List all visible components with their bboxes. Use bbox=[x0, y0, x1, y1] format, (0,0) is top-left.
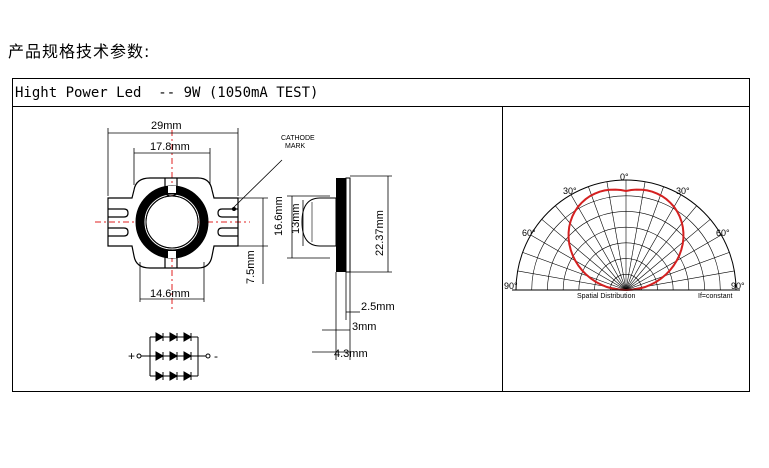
dim-22-37mm: 22.37mm bbox=[374, 210, 386, 256]
polar-spoke bbox=[588, 186, 627, 291]
polar-spoke bbox=[625, 186, 664, 291]
dim-17-8mm: 17.8mm bbox=[150, 141, 190, 153]
polar-spoke bbox=[530, 234, 627, 291]
angle-60-left-label: 60° bbox=[522, 228, 536, 238]
dim-13mm: 13mm bbox=[290, 203, 302, 234]
polar-spoke bbox=[625, 181, 646, 291]
dim-16-6mm: 16.6mm bbox=[273, 196, 285, 236]
polar-spoke bbox=[541, 219, 627, 291]
title-row: Hight Power Led -- 9W (1050mA TEST) bbox=[13, 79, 749, 107]
spatial-distribution-label: Spatial Distribution bbox=[577, 293, 635, 300]
angle-30-left-label: 30° bbox=[563, 186, 577, 196]
intensity-curve bbox=[567, 188, 685, 291]
dim-2-5mm: 2.5mm bbox=[361, 301, 395, 313]
product-title: Hight Power Led -- 9W (1050mA TEST) bbox=[15, 85, 319, 101]
if-constant-label: If=constant bbox=[698, 293, 732, 300]
dim-4-3mm: 4.3mm bbox=[334, 348, 368, 360]
polar-spoke bbox=[625, 205, 697, 291]
mark-label: MARK bbox=[285, 143, 306, 150]
polar-spoke bbox=[555, 205, 627, 291]
angle-60-right-label: 60° bbox=[716, 228, 730, 238]
column-divider bbox=[502, 107, 503, 391]
circuit-plus: + bbox=[128, 349, 135, 363]
angle-0-label: 0° bbox=[620, 172, 629, 182]
angle-30-right-label: 30° bbox=[676, 186, 690, 196]
angle-90-right-label: 90° bbox=[731, 281, 745, 291]
polar-grid bbox=[515, 179, 737, 291]
polar-spoke bbox=[570, 194, 627, 291]
dim-14-6mm: 14.6mm bbox=[150, 288, 190, 300]
polar-spoke bbox=[625, 252, 730, 291]
dim-29mm: 29mm bbox=[151, 120, 182, 132]
polar-spoke bbox=[625, 194, 682, 291]
polar-spoke bbox=[625, 234, 722, 291]
led-side-view bbox=[301, 177, 351, 273]
angle-90-left-label: 90° bbox=[504, 281, 518, 291]
circuit-minus: - bbox=[214, 349, 218, 363]
cathode-label: CATHODE bbox=[281, 135, 315, 142]
dim-7-5mm: 7.5mm bbox=[245, 250, 257, 284]
polar-spoke bbox=[625, 219, 711, 291]
polar-spoke bbox=[606, 181, 627, 291]
polar-spoke bbox=[522, 252, 627, 291]
dim-3mm: 3mm bbox=[352, 321, 376, 333]
circuit-schematic bbox=[136, 332, 211, 381]
spec-table: Hight Power Led -- 9W (1050mA TEST) bbox=[12, 78, 750, 392]
section-heading: 产品规格技术参数: bbox=[8, 42, 151, 61]
